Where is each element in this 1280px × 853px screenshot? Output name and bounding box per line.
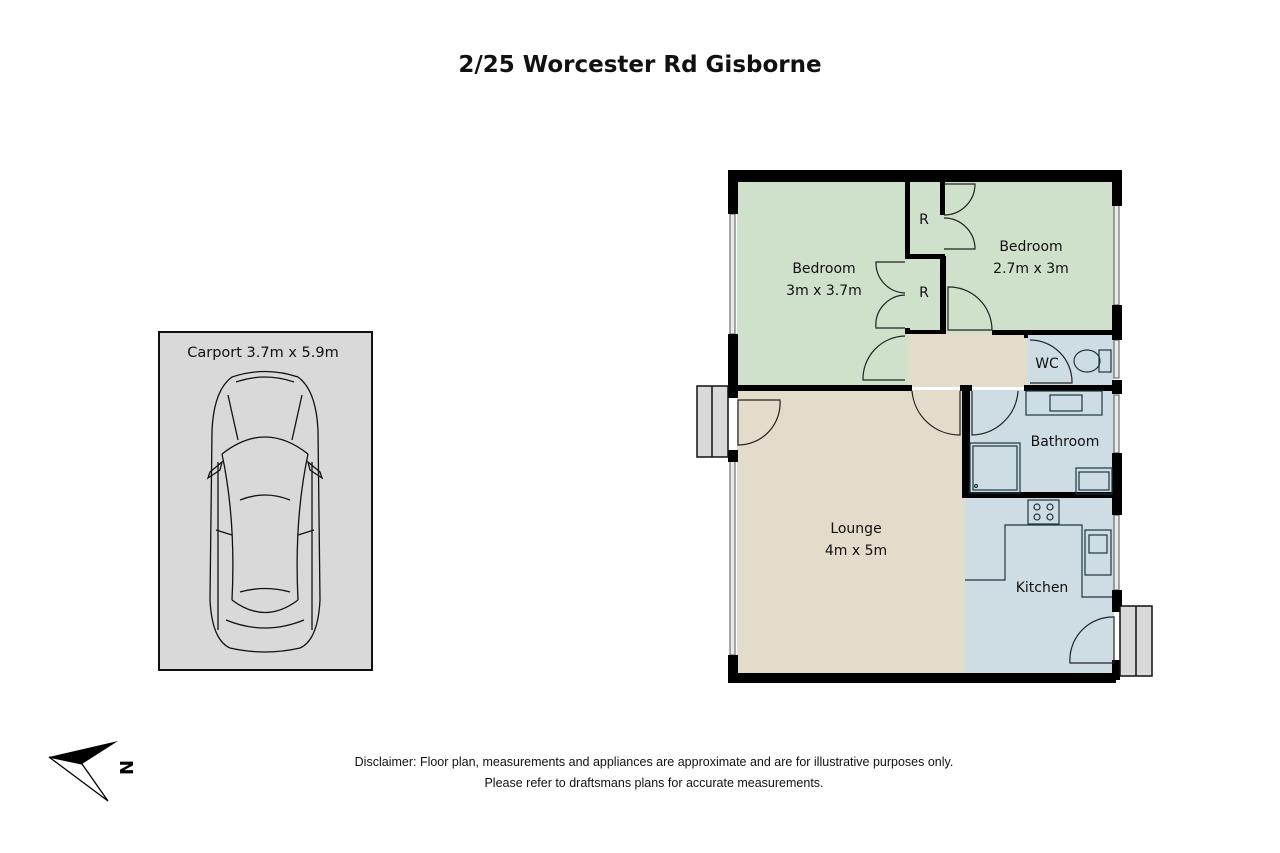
disclaimer-line-1: Disclaimer: Floor plan, measurements and… (354, 755, 954, 769)
cooktop-icon (1027, 499, 1060, 525)
sink-icon (1084, 529, 1112, 576)
room-fills (737, 180, 1114, 673)
doors (737, 183, 1115, 664)
kitchen-bench (965, 524, 1112, 598)
toilet-icon (1073, 349, 1112, 373)
kitchen-label: Kitchen (1016, 580, 1069, 596)
carport-label: Carport 3.7m x 5.9m (187, 345, 338, 361)
shower-icon (969, 442, 1021, 494)
trough-icon (1075, 467, 1113, 495)
bathroom-label: Bathroom (1031, 434, 1100, 450)
page-title: 2/25 Worcester Rd Gisborne (458, 52, 822, 78)
room-labels: Bedroom 3m x 3.7m Bedroom 2.7m x 3m R R … (786, 212, 1099, 596)
bedroom1-size: 3m x 3.7m (786, 283, 862, 299)
carport: Carport 3.7m x 5.9m (158, 331, 373, 671)
steps (696, 385, 1153, 677)
fixtures (965, 349, 1113, 598)
robe1-label: R (919, 212, 929, 228)
north-label: N (117, 760, 138, 775)
wc-label: WC (1035, 356, 1059, 372)
compass-icon: N (48, 741, 138, 802)
bedroom1-name: Bedroom (792, 261, 855, 277)
robe-door (875, 261, 906, 294)
lounge-size: 4m x 5m (825, 543, 887, 559)
walls (728, 170, 1122, 683)
bedroom2-size: 2.7m x 3m (993, 261, 1069, 277)
car-icon (206, 370, 324, 653)
disclaimer-line-2: Please refer to draftsmans plans for acc… (484, 776, 824, 790)
lounge-name: Lounge (830, 521, 881, 537)
bedroom2-name: Bedroom (999, 239, 1062, 255)
vanity (1025, 390, 1103, 416)
robe2-label: R (919, 285, 929, 301)
basin-icon (1049, 394, 1083, 412)
